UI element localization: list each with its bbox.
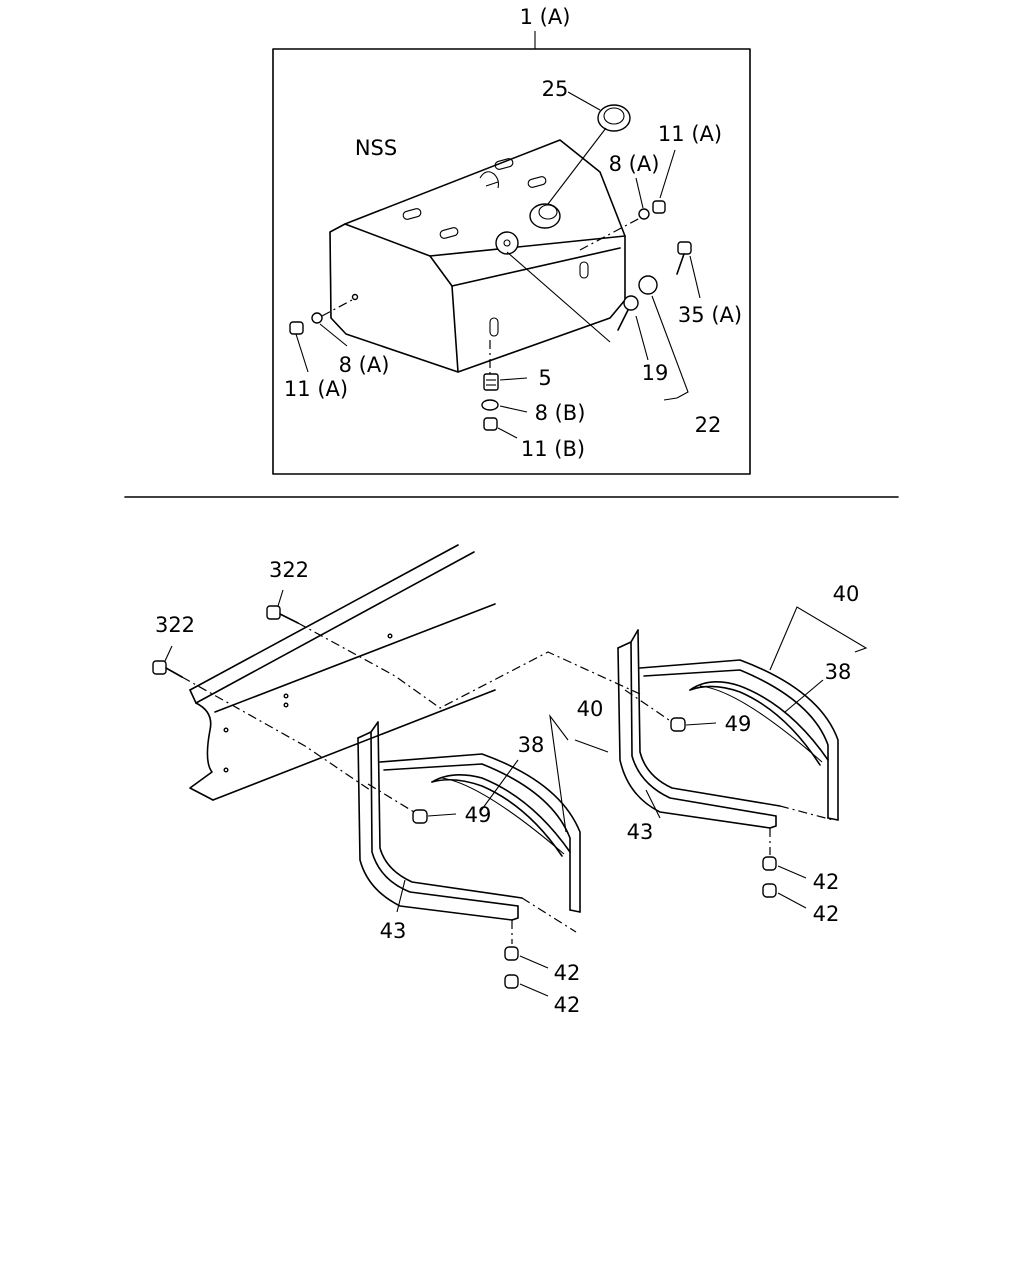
label-washer-8a-left: 8 (A) — [339, 353, 390, 377]
label-bracket-40-left: 40 — [577, 697, 604, 721]
label-bracket-43-left: 43 — [380, 919, 407, 943]
label-bracket-43-right: 43 — [627, 820, 654, 844]
assembly-frame — [272, 31, 751, 475]
label-bolt-35a: 35 (A) — [678, 303, 742, 327]
fuel-tank — [329, 139, 626, 373]
label-bolt-11b: 11 (B) — [521, 437, 585, 461]
label-nut-42-left-1: 42 — [554, 961, 581, 985]
label-nut-42-left-2: 42 — [554, 993, 581, 1017]
label-bolt-322-upper: 322 — [269, 558, 309, 582]
callout-labels: 1 (A) 25 NSS 11 (A) 8 (A) 35 (A) 8 (A) 1… — [155, 5, 859, 1017]
frame-bolts — [152, 589, 641, 791]
label-band-38-right: 38 — [825, 660, 852, 684]
label-nut-49-right: 49 — [725, 712, 752, 736]
label-nut-49-left: 49 — [465, 803, 492, 827]
label-bracket-40-right: 40 — [833, 582, 860, 606]
label-bolt-11a-left: 11 (A) — [284, 377, 348, 401]
fasteners-right — [624, 606, 868, 909]
fasteners-top-right — [506, 149, 701, 401]
band-right — [689, 681, 829, 766]
filler-cap — [547, 91, 631, 205]
label-washer-8a-top: 8 (A) — [609, 152, 660, 176]
label-band-38-left: 38 — [518, 733, 545, 757]
label-washer-8b: 8 (B) — [535, 401, 586, 425]
label-bolt-322-lower: 322 — [155, 613, 195, 637]
band-left — [431, 774, 571, 857]
label-bolt-11a-top: 11 (A) — [658, 122, 722, 146]
label-nut-42-right-2: 42 — [813, 902, 840, 926]
chassis-frame-rail — [189, 544, 496, 801]
fasteners-left-bracket — [367, 713, 609, 997]
label-nut-42-right-1: 42 — [813, 870, 840, 894]
drain-fasteners — [481, 340, 528, 439]
label-tank: NSS — [355, 136, 397, 160]
label-gauge-22: 22 — [695, 413, 722, 437]
label-sender-19: 19 — [642, 361, 669, 385]
fasteners-left — [289, 299, 353, 373]
bracket-right — [617, 629, 839, 829]
label-assembly: 1 (A) — [520, 5, 571, 29]
label-cap: 25 — [542, 77, 569, 101]
label-drain-plug: 5 — [538, 366, 551, 390]
